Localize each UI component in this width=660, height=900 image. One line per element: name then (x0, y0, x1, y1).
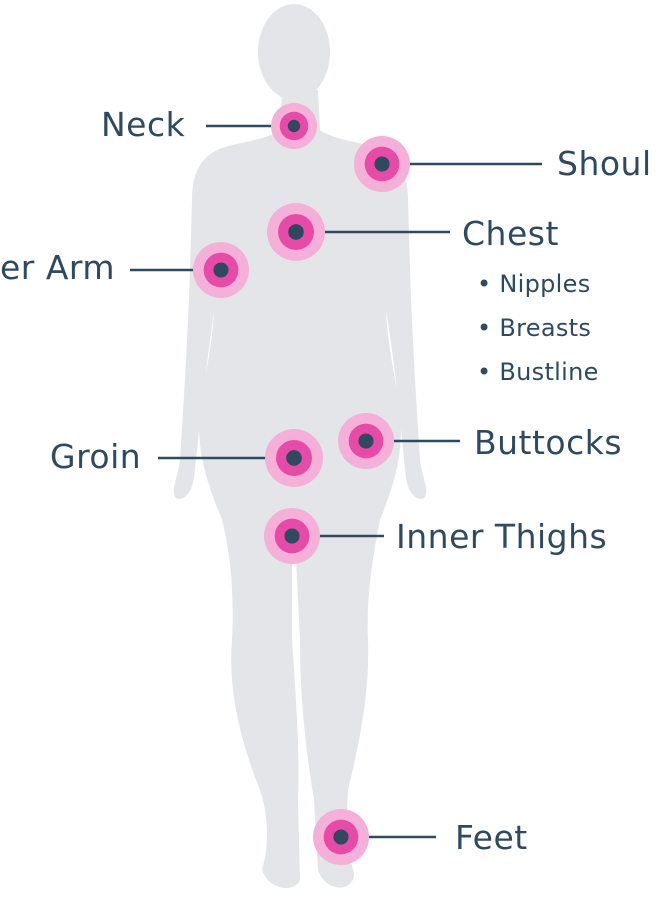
marker-chest (267, 203, 325, 261)
marker-inner-thighs (264, 508, 320, 564)
marker-center-dot (333, 829, 349, 845)
chest-sub-item: • Bustline (477, 358, 599, 386)
label-chest: Chest (462, 214, 559, 253)
chest-sub-item-label: Bustline (499, 358, 598, 386)
label-shoulder: Shoul (557, 144, 652, 183)
label-neck: Neck (101, 105, 186, 144)
marker-shoulder (354, 136, 410, 192)
marker-center-dot (284, 528, 300, 544)
marker-center-dot (287, 119, 301, 133)
label-upper-arm: er Arm (0, 248, 115, 287)
labels: Neck Shoul Chest • Nipples • Breasts • B… (0, 105, 652, 857)
silhouette-head (258, 4, 330, 100)
bullet: • (477, 358, 499, 386)
marker-center-dot (358, 433, 374, 449)
marker-center-dot (213, 262, 229, 278)
label-buttocks: Buttocks (474, 423, 622, 462)
marker-upper-arm (193, 242, 249, 298)
marker-neck (271, 103, 317, 149)
marker-buttocks (338, 413, 394, 469)
chest-sub-item: • Nipples (477, 270, 591, 298)
markers (193, 103, 410, 865)
bullet: • (477, 270, 499, 298)
bullet: • (477, 314, 499, 342)
chest-sub-item: • Breasts (477, 314, 591, 342)
marker-feet (313, 809, 369, 865)
label-feet: Feet (455, 818, 528, 857)
marker-groin (265, 429, 323, 487)
marker-center-dot (286, 450, 302, 466)
label-groin: Groin (50, 437, 141, 476)
label-inner-thighs: Inner Thighs (396, 517, 607, 556)
chest-sub-item-label: Breasts (499, 314, 591, 342)
marker-center-dot (288, 224, 304, 240)
chest-sub-item-label: Nipples (499, 270, 590, 298)
marker-center-dot (374, 156, 390, 172)
